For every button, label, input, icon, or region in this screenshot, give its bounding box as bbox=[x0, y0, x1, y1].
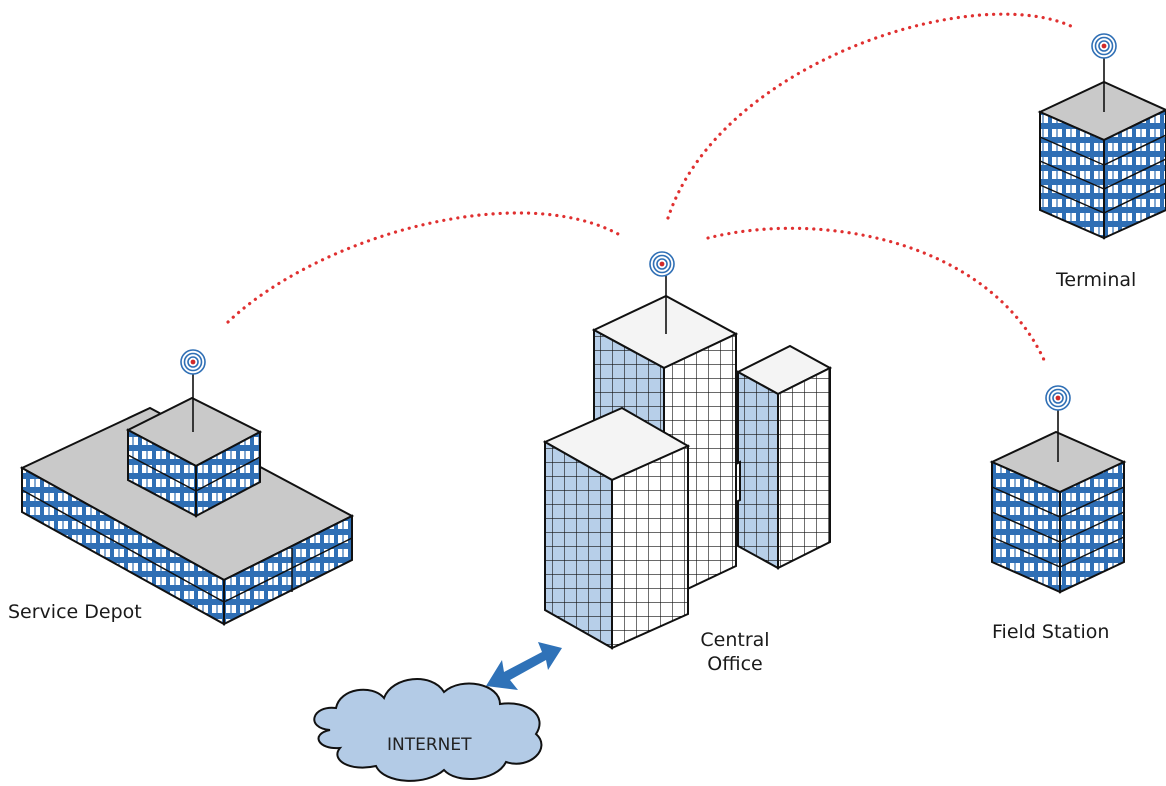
label-central-office: Central Office bbox=[690, 628, 780, 676]
terminal-building bbox=[1037, 33, 1166, 240]
field-station-building bbox=[989, 385, 1127, 594]
label-terminal: Terminal bbox=[1056, 269, 1137, 291]
link-central-field bbox=[706, 226, 1047, 364]
antenna-icon bbox=[1045, 385, 1071, 411]
central-office-building bbox=[542, 251, 833, 650]
antenna-icon bbox=[1091, 33, 1117, 59]
label-central-office-line2: Office bbox=[707, 653, 763, 675]
cloud-icon bbox=[313, 678, 543, 782]
link-depot-central bbox=[226, 211, 622, 324]
antenna-icon bbox=[180, 349, 206, 375]
antenna-icon bbox=[649, 251, 675, 277]
double-arrow-icon bbox=[486, 642, 562, 690]
service-depot-building bbox=[19, 349, 355, 626]
label-internet: INTERNET bbox=[387, 735, 472, 755]
label-central-office-line1: Central bbox=[700, 629, 770, 651]
label-field-station: Field Station bbox=[992, 621, 1110, 643]
link-central-terminal bbox=[666, 12, 1077, 220]
wireless-links bbox=[226, 12, 1077, 364]
label-service-depot: Service Depot bbox=[8, 601, 142, 623]
